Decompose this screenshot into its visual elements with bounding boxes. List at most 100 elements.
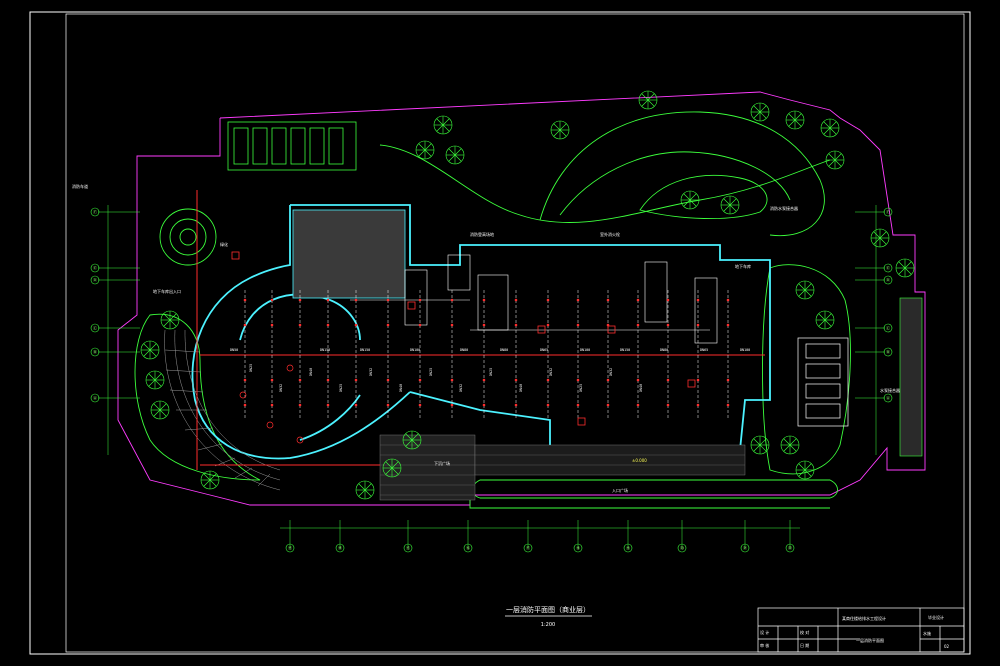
- axis-label-left: Ⓕ: [93, 209, 97, 215]
- sprinkler-head: [386, 323, 390, 327]
- tree-branch: [411, 433, 419, 441]
- sprinkler-head: [606, 403, 610, 407]
- sprinkler-head: [298, 298, 302, 302]
- tree-branch: [358, 483, 366, 491]
- sprinkler-head: [386, 298, 390, 302]
- radial-floor: [164, 329, 281, 491]
- tree: [895, 258, 915, 278]
- tree-branch: [723, 198, 731, 206]
- tree-branch: [418, 149, 426, 157]
- axis-label-right: Ⓐ: [886, 395, 890, 401]
- tree-branch: [759, 444, 767, 452]
- tree-branch: [798, 469, 806, 477]
- branch-label: DN25: [429, 368, 433, 376]
- axis-label-right: Ⓑ: [886, 349, 890, 355]
- pipe-label: DN150: [620, 348, 630, 352]
- tree-branch: [143, 349, 151, 357]
- tree-branch: [169, 313, 177, 321]
- sprinkler-head: [243, 403, 247, 407]
- tree-branch: [898, 267, 906, 275]
- sprinkler-head: [636, 403, 640, 407]
- sprinkler-head: [576, 403, 580, 407]
- pipe-label: DN150: [360, 348, 370, 352]
- tree: [433, 115, 453, 135]
- plaza-grid: [379, 434, 746, 501]
- annotations: 消防车道 室外消火栓 消防水泵接合器 水泵接合器 入口广场 下沉广场 地下车库出…: [72, 183, 900, 493]
- tree-branch: [804, 289, 812, 297]
- title-block: [757, 607, 965, 653]
- axis-bubble: [677, 543, 687, 553]
- axis-label-right: Ⓓ: [886, 277, 890, 283]
- tree-branch: [788, 113, 796, 121]
- annotation-pump-connector-2: 水泵接合器: [880, 387, 900, 393]
- tree-branch: [873, 237, 881, 245]
- hatched-strip: [899, 297, 923, 457]
- drawing-title: 一层消防平面图（商业层）: [506, 605, 590, 614]
- axis-bubble: [623, 543, 633, 553]
- sprinkler-heads: [239, 298, 730, 444]
- sprinkler-head: [298, 378, 302, 382]
- axis-bubble: [883, 393, 893, 403]
- drawing-title-group: 一层消防平面图（商业层） 1:200: [505, 605, 592, 628]
- sprinkler-head: [386, 403, 390, 407]
- tree: [680, 190, 700, 210]
- tree-branch: [788, 119, 796, 127]
- branch-label: DN32: [279, 384, 283, 392]
- sprinkler-head: [243, 378, 247, 382]
- tree-branch: [391, 467, 399, 475]
- sprinkler-head: [514, 378, 518, 382]
- sprinkler-head: [606, 378, 610, 382]
- sprinkler-head: [418, 403, 422, 407]
- branch-label: DN40: [519, 384, 523, 392]
- tree-branch: [391, 461, 399, 469]
- axis-label-bottom: ⑮: [406, 545, 410, 551]
- tree-branch: [209, 479, 217, 487]
- annotation-pump-connector: 消防水泵接合器: [770, 205, 798, 211]
- tree-branch: [818, 313, 826, 321]
- title-block-sheet-no: 02: [944, 644, 950, 649]
- sprinkler-head: [270, 378, 274, 382]
- sprinkler-head: [450, 403, 454, 407]
- axis-bubble: [740, 543, 750, 553]
- annotation-entrance-plaza: 入口广场: [612, 487, 628, 493]
- tree-branch: [448, 148, 456, 156]
- tree-branch: [553, 129, 561, 137]
- annotation-fire-ascent: 消防登高场地: [470, 231, 494, 237]
- axis-label-left: Ⓐ: [93, 395, 97, 401]
- sprinkler-head: [354, 298, 358, 302]
- building-walls: [191, 204, 771, 460]
- tree-branch: [448, 154, 456, 162]
- tree-branch: [753, 105, 761, 113]
- tree-branch: [559, 123, 567, 131]
- tree: [402, 430, 422, 450]
- tree-branch: [783, 444, 791, 452]
- sprinkler-head: [354, 378, 358, 382]
- tree-branch: [143, 343, 151, 351]
- title-block-sheet-label: 水施: [923, 630, 931, 636]
- axis-label-left: Ⓑ: [93, 349, 97, 355]
- annotation-fire-lane: 消防车道: [72, 183, 88, 189]
- axis-label-right: Ⓔ: [886, 265, 890, 271]
- tree-branch: [729, 198, 737, 206]
- tree-branch: [411, 439, 419, 447]
- tree-branch: [148, 373, 156, 381]
- axis-label-bottom: ㉑: [743, 545, 747, 551]
- tree: [355, 480, 375, 500]
- tree-branch: [436, 124, 444, 132]
- title-block-row-date: 日 期: [800, 642, 809, 648]
- tree: [750, 435, 770, 455]
- sprinkler-head: [576, 378, 580, 382]
- tree: [638, 90, 658, 110]
- pipe-label: DN150: [320, 348, 330, 352]
- title-block-row-design: 设 计: [760, 629, 769, 635]
- axis-label-right: Ⓒ: [886, 325, 890, 331]
- axis-label-bottom: ⑱: [576, 545, 580, 551]
- tree: [815, 310, 835, 330]
- sprinkler-head: [298, 323, 302, 327]
- sprinkler-head: [418, 323, 422, 327]
- tree: [780, 435, 800, 455]
- axis-label-bottom: ⑯: [466, 545, 470, 551]
- sprinkler-head: [546, 403, 550, 407]
- tree-branch: [823, 121, 831, 129]
